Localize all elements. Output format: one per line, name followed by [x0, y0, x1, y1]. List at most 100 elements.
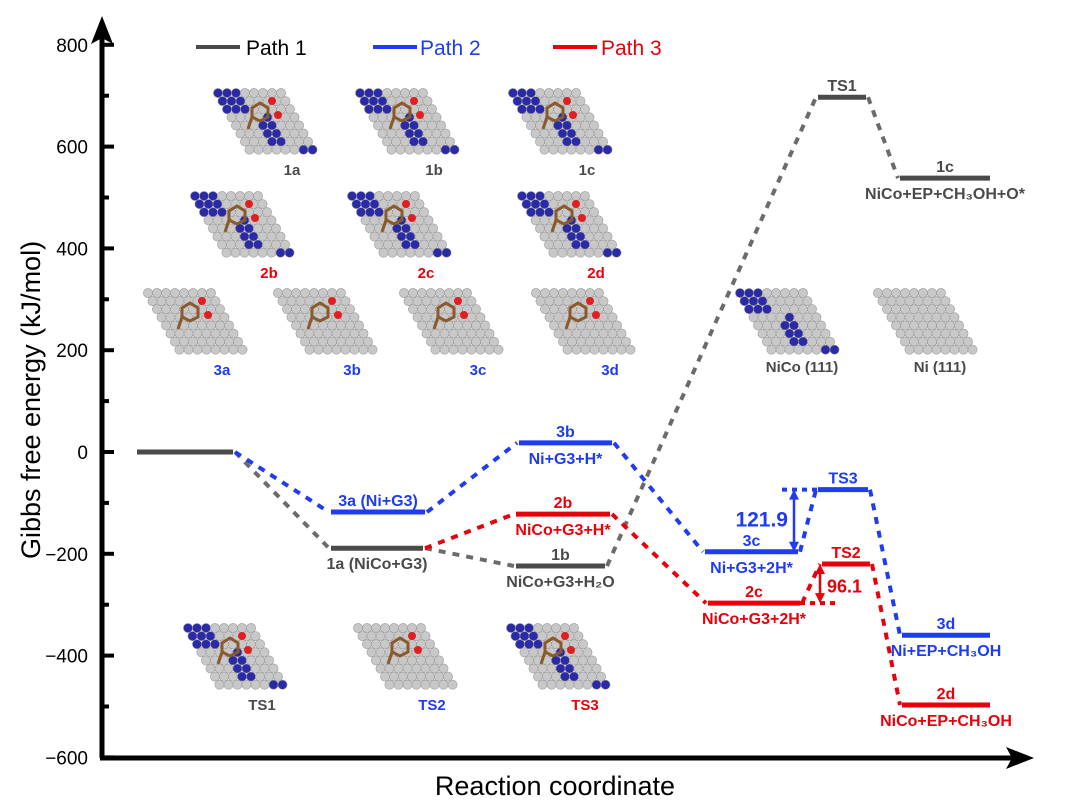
- atom: [298, 128, 309, 139]
- atom: [298, 144, 309, 155]
- atom: [542, 671, 552, 682]
- atom: [585, 336, 595, 347]
- atom: [580, 239, 590, 250]
- atom: [307, 144, 318, 155]
- atom: [422, 144, 433, 155]
- atom: [562, 120, 572, 131]
- atom: [404, 144, 415, 155]
- atom: [789, 336, 799, 347]
- atom: [230, 247, 241, 258]
- atom: [233, 336, 243, 347]
- atom: [922, 344, 933, 355]
- atom: [349, 328, 360, 339]
- atom: [208, 191, 218, 201]
- atom: [593, 128, 604, 139]
- atom: [438, 679, 449, 690]
- atom: [250, 647, 261, 658]
- atom: [336, 320, 346, 331]
- atom: [267, 88, 277, 98]
- adsorbate-chain: [246, 116, 254, 130]
- atom: [771, 320, 781, 331]
- atom: [582, 663, 593, 674]
- atom: [895, 312, 906, 323]
- atom: [566, 231, 577, 242]
- atom: [386, 128, 397, 139]
- x-axis-title: Reaction coordinate: [435, 771, 675, 801]
- atom: [419, 239, 429, 250]
- atom: [239, 247, 250, 258]
- atom: [564, 679, 575, 690]
- atom: [201, 639, 211, 650]
- atom: [585, 320, 595, 331]
- atom: [349, 344, 360, 355]
- adsorbate-chain: [564, 316, 572, 330]
- atom: [327, 288, 337, 298]
- atom: [775, 296, 786, 306]
- atom: [553, 191, 563, 201]
- atom: [587, 671, 597, 682]
- atom: [882, 288, 892, 298]
- path-2-level-sublabel-3c: Ni+G3+2H*: [710, 560, 793, 577]
- atom: [589, 344, 600, 355]
- atom: [539, 96, 550, 106]
- atom: [612, 336, 622, 347]
- atom: [598, 239, 608, 250]
- atom: [439, 328, 450, 339]
- atom: [571, 191, 581, 201]
- atom: [289, 128, 300, 139]
- atom: [280, 128, 291, 139]
- atom: [420, 647, 431, 658]
- atom: [257, 247, 268, 258]
- atom: [374, 191, 384, 201]
- atom: [231, 88, 241, 98]
- path-3-level-label-2c: 2c: [745, 584, 763, 601]
- atom: [753, 304, 763, 315]
- atom: [426, 288, 436, 298]
- atom: [526, 104, 536, 115]
- atom: [427, 136, 437, 147]
- atom: [253, 144, 264, 155]
- atom: [886, 296, 897, 306]
- atom: [936, 336, 946, 347]
- atom: [575, 96, 586, 106]
- atom: [197, 288, 207, 298]
- atom: [811, 312, 822, 323]
- atom: [798, 288, 808, 298]
- atom: [258, 136, 268, 147]
- atom: [309, 336, 319, 347]
- atom: [143, 288, 153, 298]
- atom: [562, 344, 573, 355]
- atom: [533, 639, 543, 650]
- atom: [249, 88, 259, 98]
- atom: [355, 88, 365, 98]
- atom: [528, 631, 539, 641]
- atom: [219, 344, 230, 355]
- atom: [589, 239, 599, 250]
- atom: [457, 344, 468, 355]
- atom: [407, 655, 417, 666]
- atom: [807, 304, 817, 315]
- atom: [235, 191, 245, 201]
- atom: [264, 671, 274, 682]
- legend: Path 1 Path 2 Path 3: [196, 37, 662, 60]
- atom: [593, 215, 604, 226]
- atom: [466, 312, 477, 323]
- atom: [593, 247, 604, 258]
- atom: [526, 191, 536, 201]
- atom: [544, 312, 555, 323]
- atom: [789, 288, 799, 298]
- atom: [744, 304, 754, 315]
- atom: [420, 631, 431, 641]
- atom: [462, 288, 472, 298]
- atom: [237, 344, 248, 355]
- path-2-connector-3b-3c: [612, 441, 705, 554]
- atom: [816, 336, 826, 347]
- atom: [152, 304, 162, 315]
- atom: [567, 288, 577, 298]
- atom: [625, 344, 636, 355]
- atom: [203, 215, 214, 226]
- atom: [382, 88, 392, 98]
- atom: [535, 296, 546, 306]
- atom: [410, 239, 420, 250]
- atom: [535, 223, 545, 234]
